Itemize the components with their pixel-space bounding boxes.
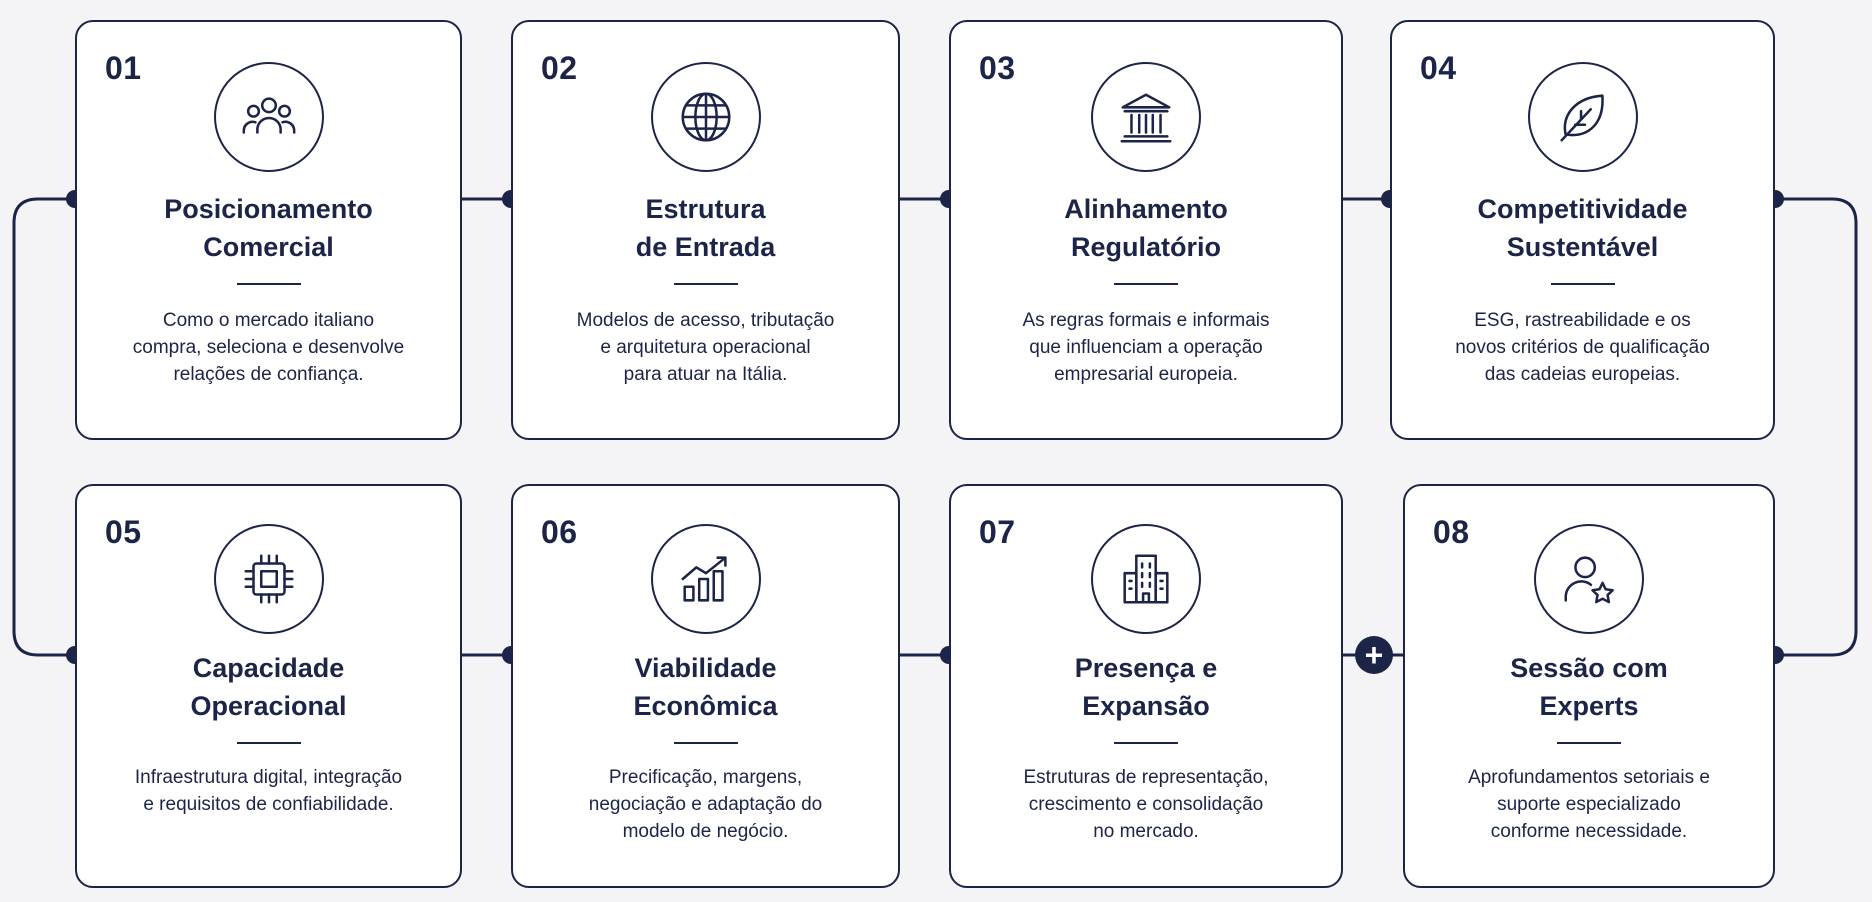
step-number: 04: [1420, 50, 1457, 86]
icon-circle: [213, 524, 324, 634]
growth-chart-icon: [680, 556, 727, 602]
icon-circle: [1527, 62, 1638, 172]
people-group-icon: [242, 97, 295, 134]
title-divider: [673, 283, 738, 285]
step-number: 05: [105, 514, 142, 550]
icon-circle: [1091, 524, 1201, 634]
title-divider: [1557, 742, 1621, 744]
plus-circle: [1355, 636, 1393, 674]
connector-01-05: [12, 197, 75, 657]
step-description: Precificação, margens,negociação e adapt…: [588, 767, 823, 842]
government-building-icon: [1120, 93, 1172, 143]
title-divider: [1114, 283, 1178, 285]
microchip-icon: [243, 554, 294, 604]
plus-icon: +: [1365, 637, 1384, 673]
title-divider: [1114, 742, 1178, 744]
step-number: 06: [541, 514, 578, 550]
leaf-icon: [1559, 94, 1604, 142]
user-star-icon: [1564, 556, 1614, 604]
icon-circle: [650, 62, 761, 172]
title-divider: [236, 742, 301, 744]
icon-circle: [213, 62, 324, 172]
title-divider: [1550, 283, 1615, 285]
title-divider: [236, 283, 301, 285]
globe-icon: [680, 92, 731, 142]
connector-04-08: [1775, 197, 1858, 657]
step-number: 08: [1433, 514, 1470, 550]
title-divider: [673, 742, 738, 744]
icon-circle: [650, 524, 761, 634]
step-description: Estruturas de representação,crescimento …: [1023, 767, 1269, 842]
step-number: 03: [979, 50, 1016, 86]
step-number: 01: [105, 50, 142, 86]
step-number: 07: [979, 514, 1016, 550]
icon-circle: [1534, 524, 1644, 634]
icon-circle: [1091, 62, 1201, 172]
step-number: 02: [541, 50, 578, 86]
office-buildings-icon: [1123, 554, 1169, 604]
